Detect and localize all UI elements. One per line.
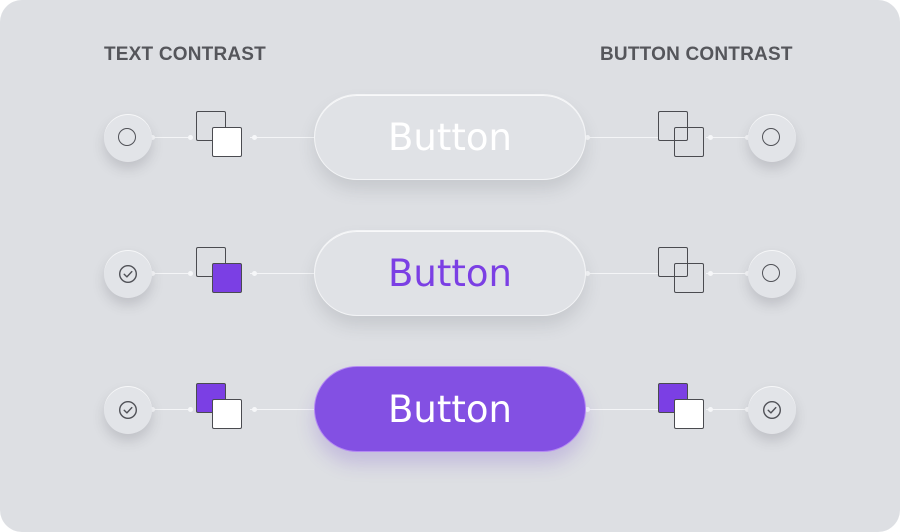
connector-dot (708, 407, 713, 412)
connector (586, 137, 658, 139)
connector-dot (585, 135, 590, 140)
connector-dot (150, 135, 155, 140)
circle-icon (762, 128, 780, 146)
connector (250, 273, 314, 275)
foreground-square (212, 263, 242, 293)
connector-dot (188, 135, 193, 140)
text-contrast-swatch (196, 383, 246, 433)
connector-dot (188, 271, 193, 276)
connector-dot (252, 407, 257, 412)
text-contrast-status (104, 114, 152, 162)
connector (250, 137, 314, 139)
connector (586, 273, 658, 275)
connector-dot (252, 135, 257, 140)
circle-icon (118, 128, 136, 146)
text-contrast-status (104, 250, 152, 298)
check-circle-icon (118, 400, 138, 420)
connector-dot (745, 407, 750, 412)
foreground-square (212, 399, 242, 429)
connector-dot (708, 271, 713, 276)
row-3: Button (0, 364, 900, 456)
connector-dot (585, 271, 590, 276)
button-contrast-status (748, 250, 796, 298)
button-contrast-status (748, 386, 796, 434)
connector-dot (150, 271, 155, 276)
button-contrast-heading: BUTTON CONTRAST (600, 44, 793, 65)
text-contrast-status (104, 386, 152, 434)
button-contrast-swatch (658, 111, 708, 161)
connector-dot (745, 135, 750, 140)
sample-button[interactable]: Button (314, 366, 586, 452)
background-square (196, 247, 226, 277)
row-2: Button (0, 228, 900, 320)
background-square (658, 247, 688, 277)
connector-dot (585, 407, 590, 412)
circle-icon (762, 264, 780, 282)
connector-dot (188, 407, 193, 412)
connector-dot (252, 271, 257, 276)
connector (586, 409, 658, 411)
sample-button[interactable]: Button (314, 94, 586, 180)
foreground-square (674, 263, 704, 293)
connector (706, 137, 752, 139)
connector (150, 273, 190, 275)
foreground-square (212, 127, 242, 157)
foreground-square (674, 127, 704, 157)
text-contrast-heading: TEXT CONTRAST (104, 44, 266, 65)
connector (250, 409, 314, 411)
connector (150, 137, 190, 139)
connector (706, 409, 752, 411)
background-square (196, 111, 226, 141)
sample-button[interactable]: Button (314, 230, 586, 316)
button-contrast-swatch (658, 383, 708, 433)
button-contrast-status (748, 114, 796, 162)
connector-dot (708, 135, 713, 140)
connector-dot (745, 271, 750, 276)
connector (150, 409, 190, 411)
row-1: Button (0, 92, 900, 184)
check-circle-icon (118, 264, 138, 284)
check-circle-icon (762, 400, 782, 420)
text-contrast-swatch (196, 111, 246, 161)
connector-dot (150, 407, 155, 412)
foreground-square (674, 399, 704, 429)
background-square (658, 111, 688, 141)
button-contrast-swatch (658, 247, 708, 297)
connector (706, 273, 752, 275)
text-contrast-swatch (196, 247, 246, 297)
